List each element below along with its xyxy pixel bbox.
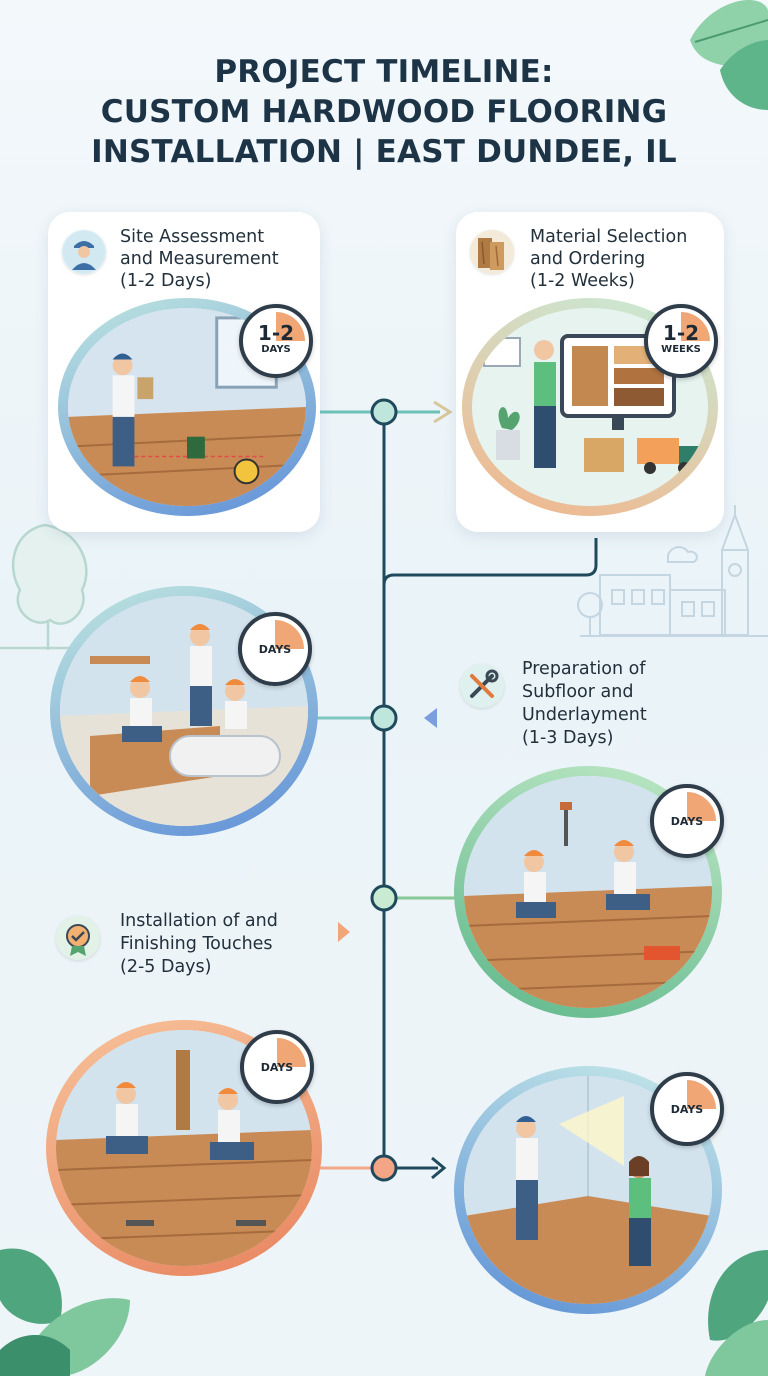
wood-samples-icon xyxy=(470,230,514,274)
title-line-2: CUSTOM HARDWOOD FLOORING xyxy=(100,94,668,130)
clock-value: 1-2 xyxy=(662,321,700,345)
timeline-connectors xyxy=(312,410,458,1170)
step-label-subfloor-preparation: Preparation of Subfloor and Underlayment… xyxy=(522,659,647,748)
step-illustration-final-inspection xyxy=(454,1066,722,1314)
step-label-material-selection: Material Selection and Ordering (1-2 Wee… xyxy=(530,227,688,291)
clock-badge-material-selection: 1-2 WEEKS xyxy=(644,304,718,378)
timeline-node-3 xyxy=(370,884,398,912)
clock-badge-plank-laying: DAYS xyxy=(650,784,724,858)
clock-badge-plank-installation: DAYS xyxy=(240,1030,314,1104)
clock-unit: DAYS xyxy=(260,1061,294,1074)
timeline-arrows xyxy=(338,400,453,1180)
clock-badge-final-inspection: DAYS xyxy=(650,1072,724,1146)
step-label-installation-finishing: Installation of and Finishing Touches (2… xyxy=(120,911,278,977)
leaf-decoration-bottom-right xyxy=(705,1250,768,1376)
tools-icon xyxy=(460,664,504,708)
clock-value: 1-2 xyxy=(257,321,295,345)
step-label-site-assessment: Site Assessment and Measurement (1-2 Day… xyxy=(120,227,279,291)
title-line-1: PROJECT TIMELINE: xyxy=(214,54,554,90)
clock-unit: DAYS xyxy=(670,815,704,828)
leaf-decoration-top-right xyxy=(690,0,768,110)
timeline-node-4 xyxy=(370,1154,398,1182)
clock-badge-site-assessment: 1-2 DAYS xyxy=(239,304,313,378)
town-skyline-decoration xyxy=(577,505,768,637)
quality-badge-icon xyxy=(56,916,100,960)
clock-unit: WEEKS xyxy=(661,344,701,355)
leaf-decoration-bottom-left xyxy=(0,1248,130,1376)
timeline-spine xyxy=(382,412,598,1168)
clock-unit: DAYS xyxy=(670,1103,704,1116)
clock-unit: DAYS xyxy=(261,344,291,355)
worker-avatar-icon xyxy=(62,230,106,274)
timeline-node-1 xyxy=(370,398,398,426)
timeline-nodes xyxy=(370,398,398,1182)
clock-unit: DAYS xyxy=(258,643,292,656)
clock-badge-subfloor-preparation: DAYS xyxy=(238,612,312,686)
title-line-3: INSTALLATION | EAST DUNDEE, IL xyxy=(91,134,677,170)
timeline-node-2 xyxy=(370,704,398,732)
page-title: PROJECT TIMELINE: CUSTOM HARDWOOD FLOORI… xyxy=(0,52,768,172)
